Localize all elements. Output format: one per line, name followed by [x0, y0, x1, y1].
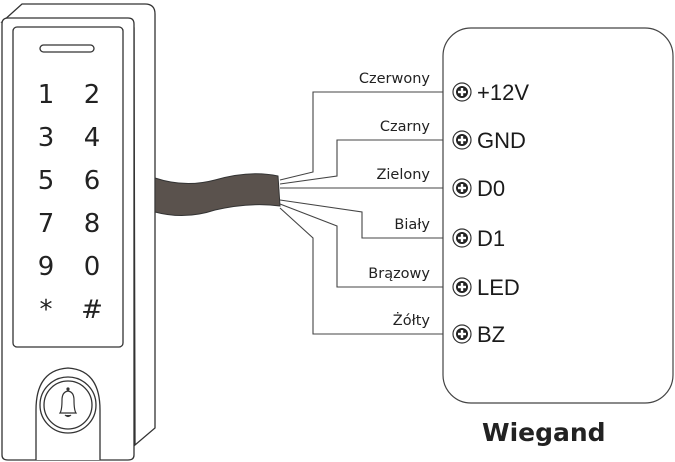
wire-label: Czerwony — [359, 71, 431, 87]
wire-label: Czarny — [380, 119, 431, 135]
terminal-label: LED — [477, 275, 520, 300]
key-5[interactable]: 5 — [38, 166, 55, 196]
terminal-screw-icon — [452, 178, 472, 198]
wire-label: Brązowy — [368, 266, 430, 282]
wire-label: Żółty — [393, 311, 431, 329]
bell-ring-inner — [43, 380, 93, 430]
wire-12v — [279, 91, 453, 181]
terminal-screw-icon — [452, 324, 472, 344]
terminal-screw-icon — [452, 228, 472, 248]
terminal-screw-icon — [452, 130, 472, 150]
wire-led — [279, 203, 453, 288]
wire-bz — [279, 207, 453, 335]
wires — [279, 91, 453, 335]
terminal-label: +12V — [477, 80, 529, 105]
key-1[interactable]: 1 — [38, 80, 55, 110]
controller-title: Wiegand — [482, 418, 606, 447]
keypad-panel — [12, 26, 124, 348]
wire-label: Zielony — [376, 167, 430, 183]
key-0[interactable]: 0 — [84, 252, 101, 282]
wire-d1 — [279, 199, 453, 239]
terminal-screw-icon — [452, 82, 472, 102]
key-8[interactable]: 8 — [84, 209, 101, 239]
wiegand-controller — [442, 27, 674, 404]
bell-icon[interactable] — [58, 387, 78, 418]
key-6[interactable]: 6 — [84, 166, 101, 196]
wire-label: Biały — [394, 217, 430, 233]
key-7[interactable]: 7 — [38, 209, 55, 239]
wire-gnd — [279, 139, 453, 185]
led-indicator — [39, 44, 95, 53]
terminal-screw-icon — [452, 277, 472, 297]
key-star[interactable]: * — [40, 295, 53, 325]
terminal-label: BZ — [477, 322, 505, 347]
key-2[interactable]: 2 — [84, 80, 101, 110]
key-3[interactable]: 3 — [38, 123, 55, 153]
device-side — [0, 3, 156, 447]
key-9[interactable]: 9 — [38, 252, 55, 282]
keypad-device — [0, 3, 156, 461]
terminal-label: GND — [477, 128, 526, 153]
key-hash[interactable]: # — [81, 295, 103, 325]
terminal-label: D0 — [477, 176, 505, 201]
key-4[interactable]: 4 — [84, 123, 101, 153]
terminal-label: D1 — [477, 226, 505, 251]
cable — [154, 173, 281, 216]
